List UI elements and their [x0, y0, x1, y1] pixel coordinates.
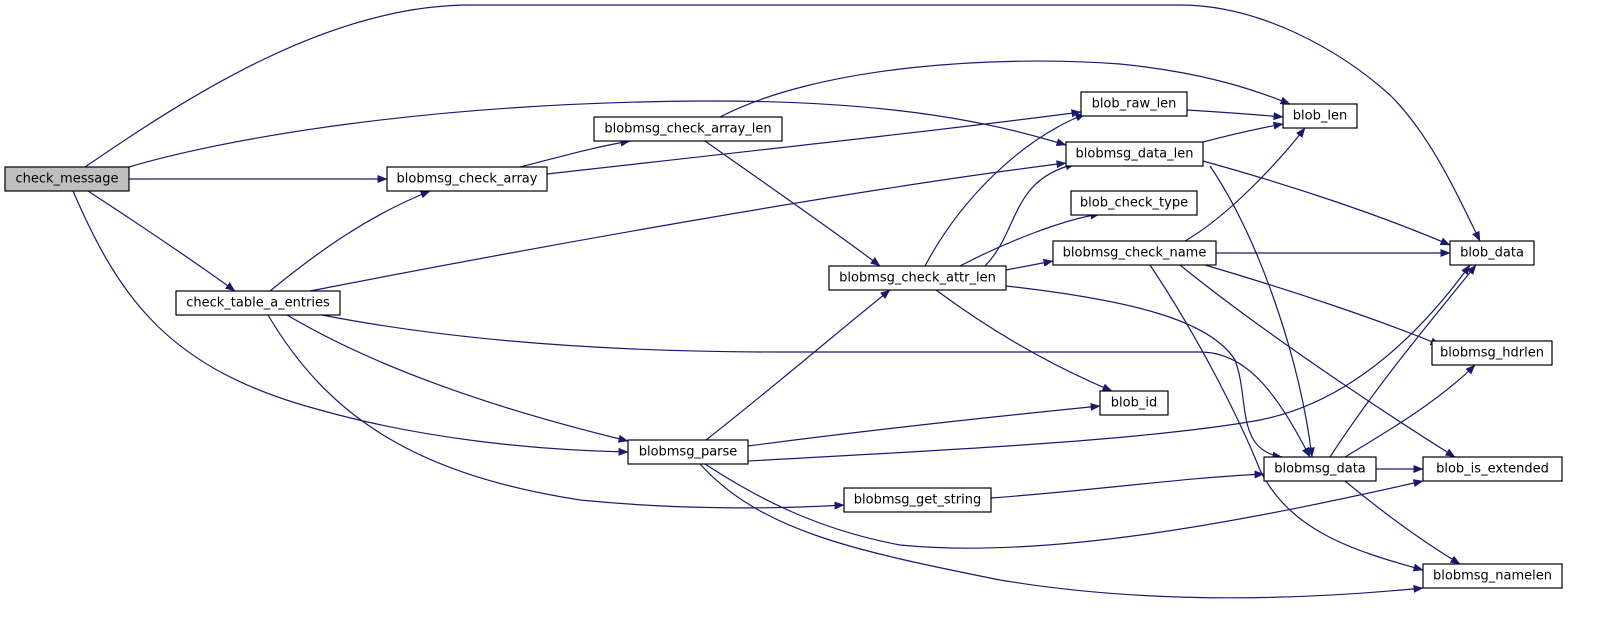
node-box	[386, 166, 548, 192]
edge-blobmsg_parse-to-blob_data	[747, 264, 1471, 462]
node-blob_raw_len[interactable]: blob_raw_len	[1080, 91, 1188, 117]
edge-blobmsg_get_string-to-blobmsg_data	[990, 470, 1265, 499]
edge-blobmsg_check_attr_len-to-blob_id	[935, 289, 1113, 392]
node-box	[1449, 240, 1535, 266]
edge-blobmsg_parse-to-blobmsg_namelen	[699, 463, 1424, 599]
node-label: blob_check_type	[1080, 196, 1188, 211]
edge-check_message-to-blob_data	[84, 4, 1481, 242]
node-blobmsg_namelen[interactable]: blobmsg_namelen	[1422, 563, 1563, 589]
node-label: blobmsg_get_string	[854, 493, 981, 508]
node-blob_len[interactable]: blob_len	[1282, 103, 1358, 129]
edge-blobmsg_parse-to-blobmsg_check_attr_len	[705, 289, 891, 441]
node-box	[4, 166, 130, 192]
edge-blobmsg_parse-to-blob_id	[747, 402, 1101, 447]
node-box	[1052, 240, 1217, 266]
edge-check_message-to-blobmsg_data_len	[128, 100, 1067, 168]
edge-check_table_a_entries-to-blobmsg_check_array	[269, 190, 431, 292]
node-box	[1282, 103, 1358, 129]
edge-blobmsg_check_name-to-blob_len	[1184, 127, 1306, 242]
node-blob_id[interactable]: blob_id	[1099, 390, 1169, 416]
edges	[72, 4, 1481, 599]
edge-blobmsg_data-to-blob_data	[1329, 264, 1477, 458]
edge-blobmsg_check_array-to-blob_raw_len	[546, 109, 1082, 175]
node-label: blob_len	[1293, 109, 1347, 124]
node-blobmsg_parse[interactable]: blobmsg_parse	[627, 439, 749, 465]
node-label: blob_data	[1460, 246, 1524, 261]
edge-check_table_a_entries-to-blobmsg_get_string	[267, 314, 845, 510]
edge-blobmsg_check_attr_len-to-blob_raw_len	[924, 113, 1086, 267]
node-label: blobmsg_data_len	[1076, 147, 1194, 162]
node-blob_check_type[interactable]: blob_check_type	[1070, 190, 1198, 216]
node-box	[1070, 190, 1198, 216]
edge-blobmsg_check_name-to-blob_is_extended	[1179, 264, 1456, 458]
node-box	[175, 290, 341, 316]
edge-check_table_a_entries-to-blobmsg_data	[321, 314, 1311, 458]
node-label: blobmsg_check_array	[397, 172, 538, 187]
edge-blob_raw_len-to-blob_len	[1186, 109, 1284, 121]
node-label: blob_is_extended	[1436, 462, 1549, 477]
edge-blobmsg_data-to-blobmsg_namelen	[1344, 480, 1461, 565]
node-box	[843, 487, 992, 513]
edge-blobmsg_check_name-to-blobmsg_hdrlen	[1204, 264, 1441, 346]
node-blobmsg_check_name[interactable]: blobmsg_check_name	[1052, 240, 1217, 266]
node-blobmsg_check_array_len[interactable]: blobmsg_check_array_len	[593, 116, 783, 142]
edge-blobmsg_data_len-to-blob_data	[1202, 160, 1451, 246]
edge-blobmsg_check_attr_len-to-blobmsg_check_name	[1005, 258, 1054, 271]
node-label: blobmsg_parse	[639, 445, 738, 460]
node-label: check_table_a_entries	[186, 296, 330, 311]
edge-check_table_a_entries-to-blobmsg_parse	[286, 314, 629, 443]
edge-blobmsg_check_name-to-blobmsg_namelen	[1149, 264, 1424, 572]
edge-blobmsg_check_attr_len-to-blobmsg_data_len	[984, 162, 1076, 267]
edge-check_message-to-check_table_a_entries	[87, 190, 236, 292]
node-blobmsg_hdrlen[interactable]: blobmsg_hdrlen	[1431, 340, 1553, 366]
node-blob_is_extended[interactable]: blob_is_extended	[1422, 456, 1563, 482]
node-check_table_a_entries[interactable]: check_table_a_entries	[175, 290, 341, 316]
edge-blobmsg_data-to-blobmsg_hdrlen	[1344, 364, 1476, 458]
node-label: blobmsg_data	[1274, 462, 1366, 477]
node-box	[1080, 91, 1188, 117]
node-blob_data[interactable]: blob_data	[1449, 240, 1535, 266]
node-box	[1099, 390, 1169, 416]
node-label: blobmsg_hdrlen	[1440, 346, 1544, 361]
node-label: blobmsg_check_attr_len	[839, 271, 996, 286]
node-box	[828, 265, 1007, 291]
node-blobmsg_get_string[interactable]: blobmsg_get_string	[843, 487, 992, 513]
edge-blobmsg_data_len-to-blobmsg_data	[1209, 165, 1315, 458]
edge-blobmsg_check_array-to-blobmsg_check_array_len	[519, 138, 631, 168]
node-box	[627, 439, 749, 465]
edge-blobmsg_check_array_len-to-blob_len	[719, 60, 1291, 118]
node-box	[1065, 141, 1204, 167]
node-label: blobmsg_namelen	[1433, 569, 1552, 584]
edge-check_message-to-blobmsg_parse	[72, 190, 629, 456]
edge-blobmsg_parse-to-blob_is_extended	[704, 463, 1424, 549]
node-box	[1422, 563, 1563, 589]
node-box	[1263, 456, 1377, 482]
node-label: blobmsg_check_name	[1063, 246, 1207, 261]
edge-blobmsg_check_attr_len-to-blob_check_type	[959, 211, 1101, 267]
node-label: blobmsg_check_array_len	[604, 122, 771, 137]
node-box	[1431, 340, 1553, 366]
node-blobmsg_check_attr_len[interactable]: blobmsg_check_attr_len	[828, 265, 1007, 291]
edge-blobmsg_check_array_len-to-blobmsg_check_attr_len	[704, 140, 881, 267]
node-blobmsg_check_array[interactable]: blobmsg_check_array	[386, 166, 548, 192]
node-blobmsg_data_len[interactable]: blobmsg_data_len	[1065, 141, 1204, 167]
node-label: blob_raw_len	[1092, 97, 1177, 112]
edge-blobmsg_data_len-to-blob_len	[1202, 121, 1284, 143]
edge-check_table_a_entries-to-blobmsg_data_len	[309, 160, 1067, 292]
node-box	[1422, 456, 1563, 482]
node-blobmsg_data[interactable]: blobmsg_data	[1263, 456, 1377, 482]
node-label: check_message	[16, 172, 119, 187]
node-box	[593, 116, 783, 142]
node-label: blob_id	[1111, 396, 1157, 411]
node-check_message[interactable]: check_message	[4, 166, 130, 192]
nodes: check_message blobmsg_check_array check_ta…	[4, 91, 1563, 589]
edge-blobmsg_check_attr_len-to-blobmsg_data	[1005, 285, 1283, 460]
